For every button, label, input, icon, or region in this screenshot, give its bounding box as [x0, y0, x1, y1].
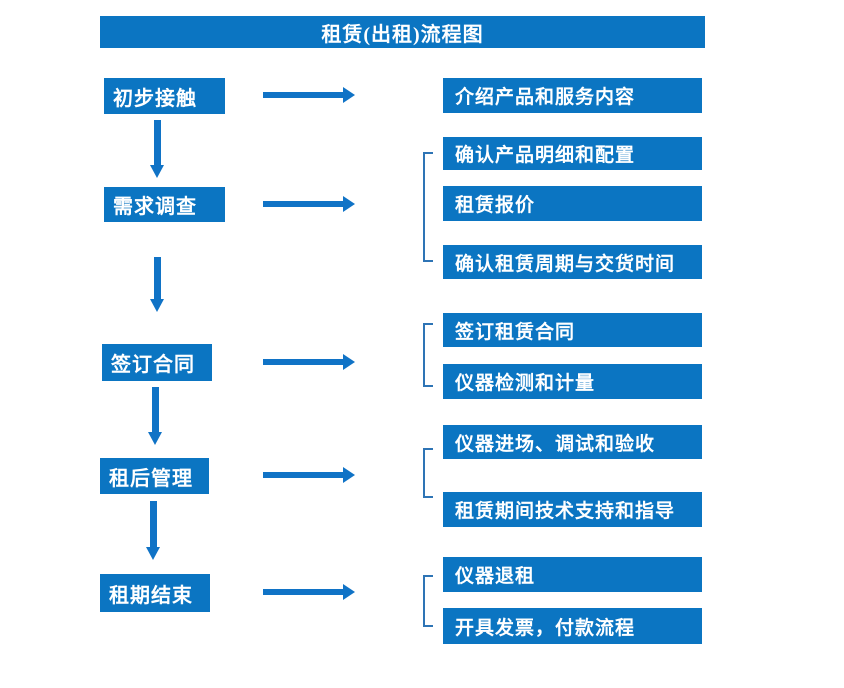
output-box-confirm-rental-period: 确认租赁周期与交货时间	[443, 245, 702, 279]
arrow-shaft	[154, 120, 161, 167]
arrow-head	[343, 467, 355, 483]
arrow-shaft	[263, 589, 343, 595]
down-arrow-icon	[148, 387, 163, 445]
arrow-shaft	[152, 387, 159, 434]
down-arrow-icon	[150, 120, 165, 178]
output-box-introduce-products: 介绍产品和服务内容	[443, 78, 702, 113]
output-box-instrument-inspection: 仪器检测和计量	[443, 364, 702, 399]
stage-box-rental-end: 租期结束	[100, 574, 210, 612]
arrow-shaft	[263, 472, 343, 478]
arrow-head	[150, 299, 164, 312]
arrow-shaft	[150, 501, 157, 549]
stage-box-post-rental-management: 租后管理	[100, 458, 209, 494]
right-arrow-icon	[263, 196, 355, 212]
flowchart-title: 租赁(出租)流程图	[321, 23, 484, 46]
group-bracket	[423, 448, 433, 498]
stage-box-sign-contract: 签订合同	[102, 344, 212, 381]
right-arrow-icon	[263, 354, 355, 370]
group-bracket	[423, 323, 433, 387]
arrow-shaft	[263, 201, 343, 207]
output-box-instrument-setup-acceptance: 仪器进场、调试和验收	[443, 425, 702, 459]
output-box-sign-rental-contract: 签订租赁合同	[443, 313, 702, 347]
output-box-rental-quotation: 租赁报价	[443, 186, 702, 221]
flowchart-title-bar: 租赁(出租)流程图	[100, 16, 705, 48]
arrow-head	[343, 196, 355, 212]
group-bracket	[423, 575, 433, 627]
arrow-head	[146, 547, 160, 560]
arrow-head	[343, 584, 355, 600]
stage-box-demand-survey: 需求调查	[104, 187, 225, 222]
right-arrow-icon	[263, 584, 355, 600]
stage-box-initial-contact: 初步接触	[104, 78, 225, 114]
down-arrow-icon	[146, 501, 161, 560]
arrow-shaft	[263, 92, 343, 98]
arrow-head	[343, 354, 355, 370]
arrow-shaft	[154, 257, 161, 301]
down-arrow-icon	[150, 257, 165, 312]
arrow-head	[150, 165, 164, 178]
output-box-technical-support: 租赁期间技术支持和指导	[443, 492, 702, 527]
output-box-instrument-return: 仪器退租	[443, 557, 702, 592]
group-bracket	[423, 152, 433, 262]
right-arrow-icon	[263, 87, 355, 103]
output-box-confirm-product-details: 确认产品明细和配置	[443, 137, 702, 170]
arrow-head	[343, 87, 355, 103]
output-box-invoice-payment: 开具发票，付款流程	[443, 608, 702, 644]
arrow-shaft	[263, 359, 343, 365]
arrow-head	[148, 432, 162, 445]
right-arrow-icon	[263, 467, 355, 483]
